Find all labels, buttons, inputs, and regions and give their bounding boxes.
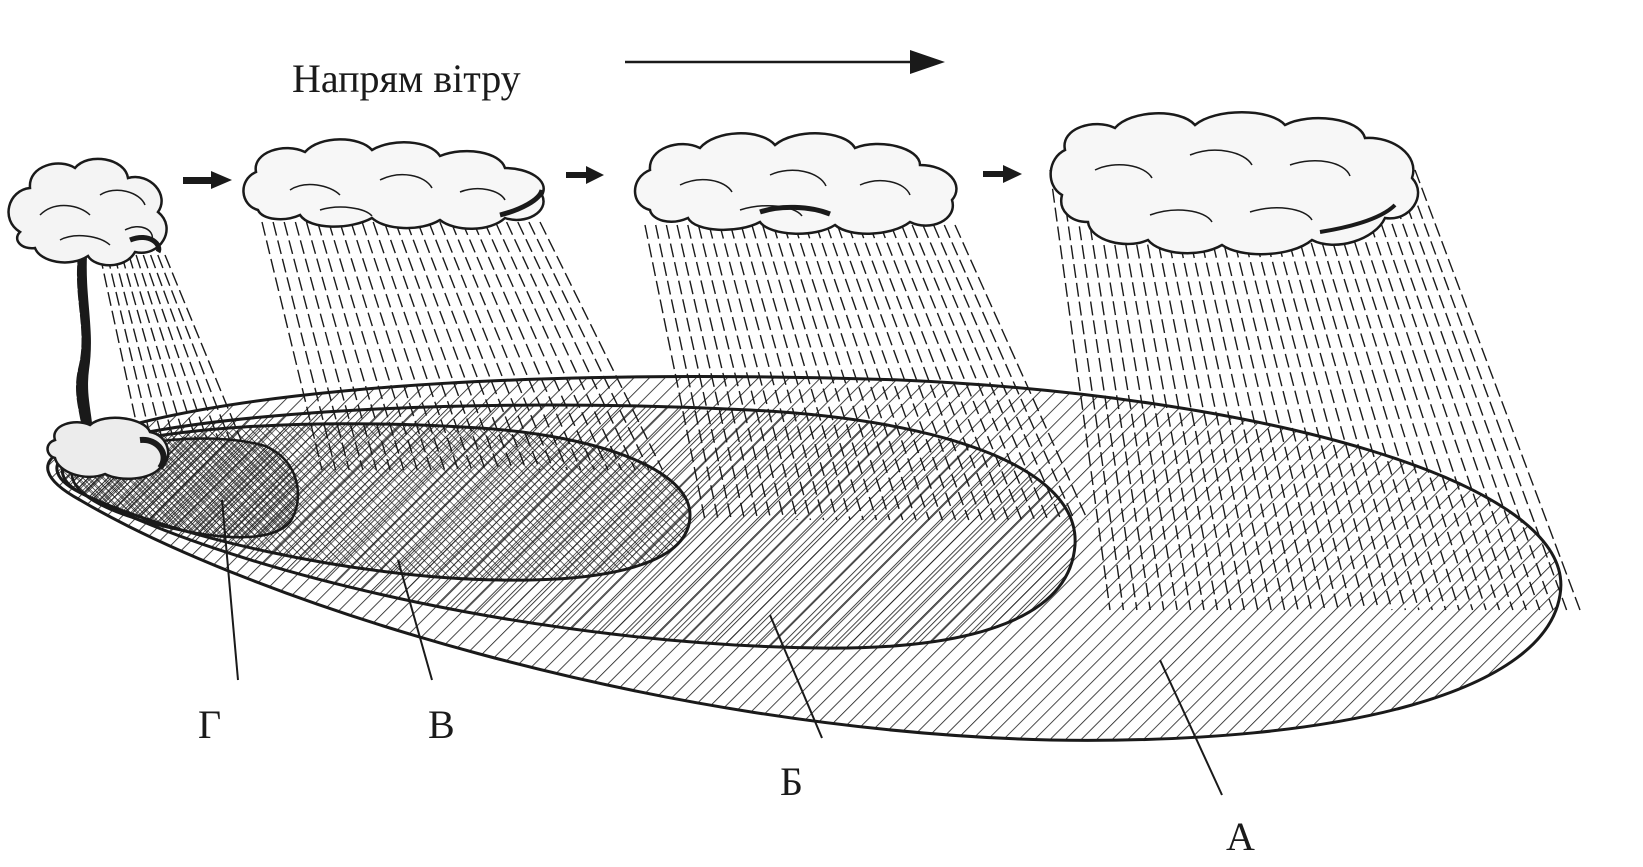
leader-line-v <box>397 559 433 681</box>
contamination-zones <box>46 375 1563 742</box>
rain-streak <box>450 221 555 471</box>
zone-labels: Г В Б А <box>198 702 1255 859</box>
leader-line-a <box>1159 659 1223 796</box>
cloud-2-icon <box>633 132 958 235</box>
cloud-3-icon <box>1049 111 1420 256</box>
rain-streak <box>890 224 1010 521</box>
rain-streak <box>113 254 164 441</box>
drift-arrow-icon <box>566 166 604 184</box>
wind-arrow-icon <box>625 50 945 74</box>
rain-streak <box>1414 169 1581 611</box>
rain-streak <box>99 254 141 441</box>
zone-label-a: А <box>1226 814 1255 859</box>
rain-streak <box>121 254 175 441</box>
rain-streak <box>494 221 609 471</box>
drift-arrow-icon <box>983 165 1022 183</box>
rain-streak <box>128 254 186 441</box>
drift-arrow-icon <box>183 171 232 189</box>
leader-line-g <box>221 499 239 681</box>
rain-streak <box>164 254 242 441</box>
zone-label-v: В <box>428 702 455 747</box>
rain-streak <box>505 221 623 471</box>
wind-direction-label: Напрям вітру <box>292 56 521 101</box>
rain-streak <box>900 224 1023 521</box>
rain-streak <box>879 224 996 521</box>
rain-streaks <box>99 169 1581 611</box>
rain-streak <box>483 221 596 471</box>
rain-streak <box>461 221 568 471</box>
mushroom-cloud-icon <box>7 157 170 481</box>
leader-lines <box>221 499 1223 796</box>
rain-streak <box>868 224 983 521</box>
cloud-1-icon <box>242 138 545 230</box>
drift-arrows <box>183 165 1022 189</box>
zone-label-g: Г <box>198 702 221 747</box>
rain-streak <box>847 224 957 521</box>
rain-streak <box>858 224 970 521</box>
rain-streak <box>106 254 152 441</box>
leader-line-b <box>769 614 823 739</box>
rain-streak <box>135 254 197 441</box>
rain-streak <box>472 221 582 471</box>
wind-direction: Напрям вітру <box>292 50 945 101</box>
zone-label-b: Б <box>780 759 803 804</box>
clouds <box>242 111 1420 256</box>
